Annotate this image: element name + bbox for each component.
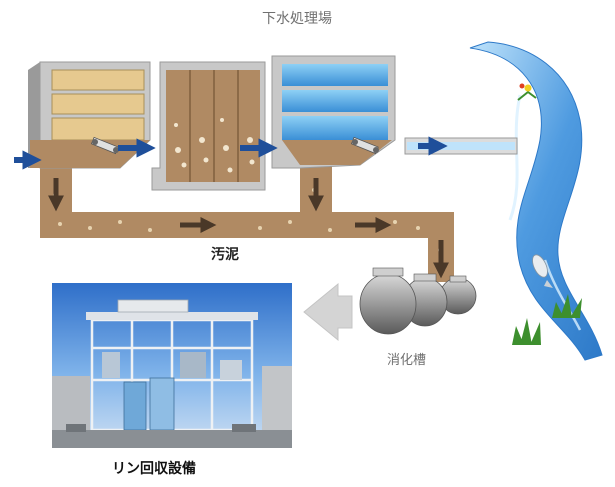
flower-icon — [517, 83, 537, 101]
aeration-bubbles — [174, 118, 255, 173]
plant-title: 下水処理場 — [262, 11, 332, 27]
sludge-label: 汚泥 — [211, 247, 239, 263]
water-flow-arrows — [14, 136, 448, 170]
aeration-tank — [151, 61, 266, 191]
river — [469, 41, 603, 361]
final-settling-tank — [271, 55, 396, 169]
primary-settling-tank — [28, 61, 151, 169]
recovery-plant-label: リン回収設備 — [112, 461, 196, 477]
recovery-plant-photo — [52, 283, 292, 448]
digester-label: 消化槽 — [387, 353, 427, 368]
sludge-flow-arrows — [47, 178, 450, 279]
grass-icon — [512, 294, 582, 345]
scraper-icon — [90, 136, 119, 155]
fish-icon — [532, 254, 553, 288]
transfer-arrow — [303, 282, 353, 342]
digester-tanks — [359, 267, 477, 335]
scraper-icon — [350, 136, 379, 155]
